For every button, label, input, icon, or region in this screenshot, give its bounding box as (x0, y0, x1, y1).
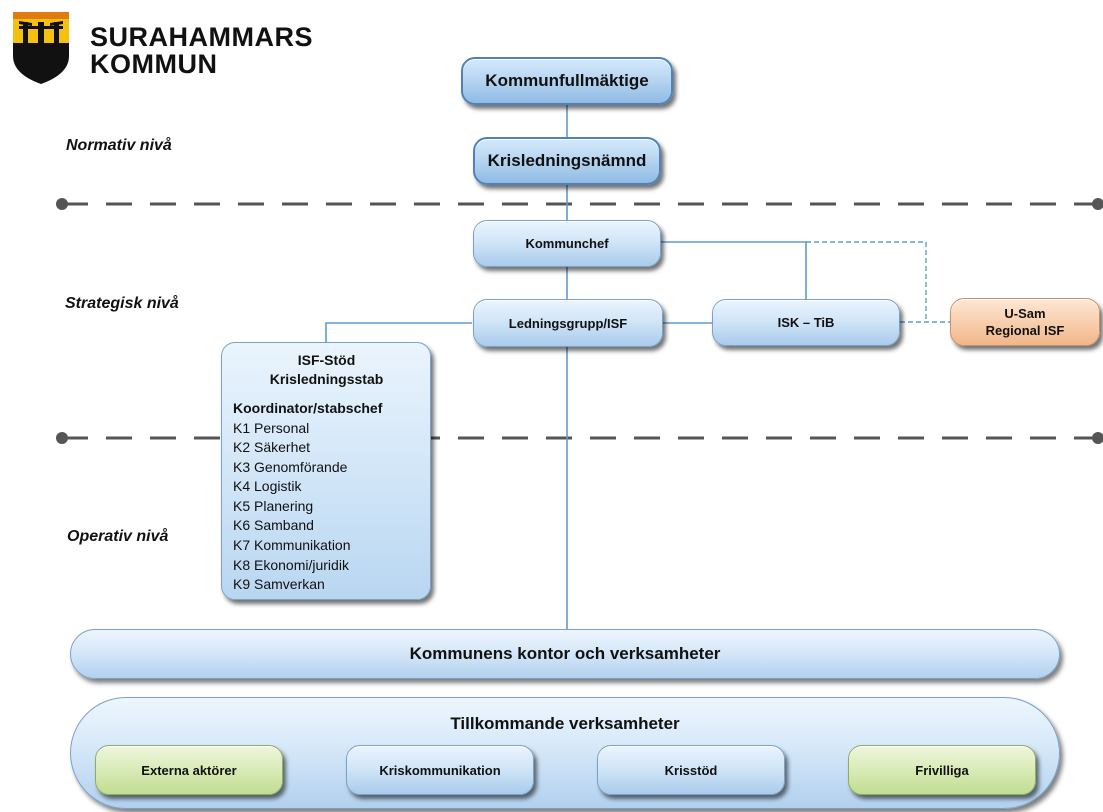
node-krisstod[interactable]: Krisstöd (597, 745, 785, 795)
edge-lg-stod (325, 322, 472, 344)
coat-of-arms-icon (13, 12, 69, 84)
stod-item-k7: K7 Kommunikation (233, 537, 351, 554)
stod-item-k5: K5 Planering (233, 497, 314, 514)
node-isf-stod[interactable]: ISF-Stöd Krisledningsstab Koordinator/st… (221, 342, 431, 600)
node-kriskommunikation[interactable]: Kriskommunikation (346, 745, 534, 795)
stod-item-k2: K2 Säkerhet (233, 439, 311, 456)
node-ledningsgrupp[interactable]: Ledningsgrupp/ISF (473, 299, 663, 347)
org-name-line1: SURAHAMMARS (90, 22, 313, 52)
stod-item-k3: K3 Genomförande (233, 458, 348, 475)
org-name-line2: KOMMUN (90, 49, 218, 79)
level-normativ: Normativ nivå (66, 137, 172, 154)
divider-strategisk-operativ (56, 432, 1103, 444)
stod-item-k1: K1 Personal (233, 419, 310, 436)
stod-item-k9: K9 Samverkan (233, 576, 325, 593)
logo: SURAHAMMARS KOMMUN (10, 10, 340, 90)
node-kommunchef[interactable]: Kommunchef (473, 220, 661, 267)
stod-title-line1: ISF-Stöd (297, 352, 356, 368)
org-name: SURAHAMMARS KOMMUN (90, 24, 313, 78)
node-krisledningsnamnd[interactable]: Krisledningsnämnd (473, 137, 661, 185)
stod-item-k6: K6 Samband (233, 517, 314, 534)
level-operativ: Operativ nivå (67, 528, 169, 545)
stod-title-line2: Krisledningsstab (269, 371, 384, 387)
node-usam-line2: Regional ISF (985, 323, 1065, 338)
node-kommunfullmaktige[interactable]: Kommunfullmäktige (461, 57, 673, 105)
stod-item-k8: K8 Ekonomi/juridik (233, 556, 349, 573)
level-strategisk: Strategisk nivå (65, 295, 179, 312)
stod-heading: Koordinator/stabschef (233, 400, 383, 416)
edge-kc-usam (806, 241, 927, 322)
node-frivilliga[interactable]: Frivilliga (848, 745, 1036, 795)
kontor-label: Kommunens kontor och verksamheter (409, 644, 721, 663)
node-usam-line1: U-Sam (1004, 306, 1046, 321)
node-externa-aktorer[interactable]: Externa aktörer (95, 745, 283, 795)
tillkommande-title: Tillkommande verksamheter (450, 714, 680, 733)
node-usam[interactable]: U-Sam Regional ISF (950, 298, 1100, 346)
node-kommunens-kontor[interactable]: Kommunens kontor och verksamheter (70, 629, 1060, 679)
divider-normativ-strategisk (56, 198, 1103, 210)
node-isk-tib[interactable]: ISK – TiB (712, 299, 900, 346)
edge-kc-isk (660, 241, 807, 300)
stod-item-k4: K4 Logistik (233, 478, 302, 495)
